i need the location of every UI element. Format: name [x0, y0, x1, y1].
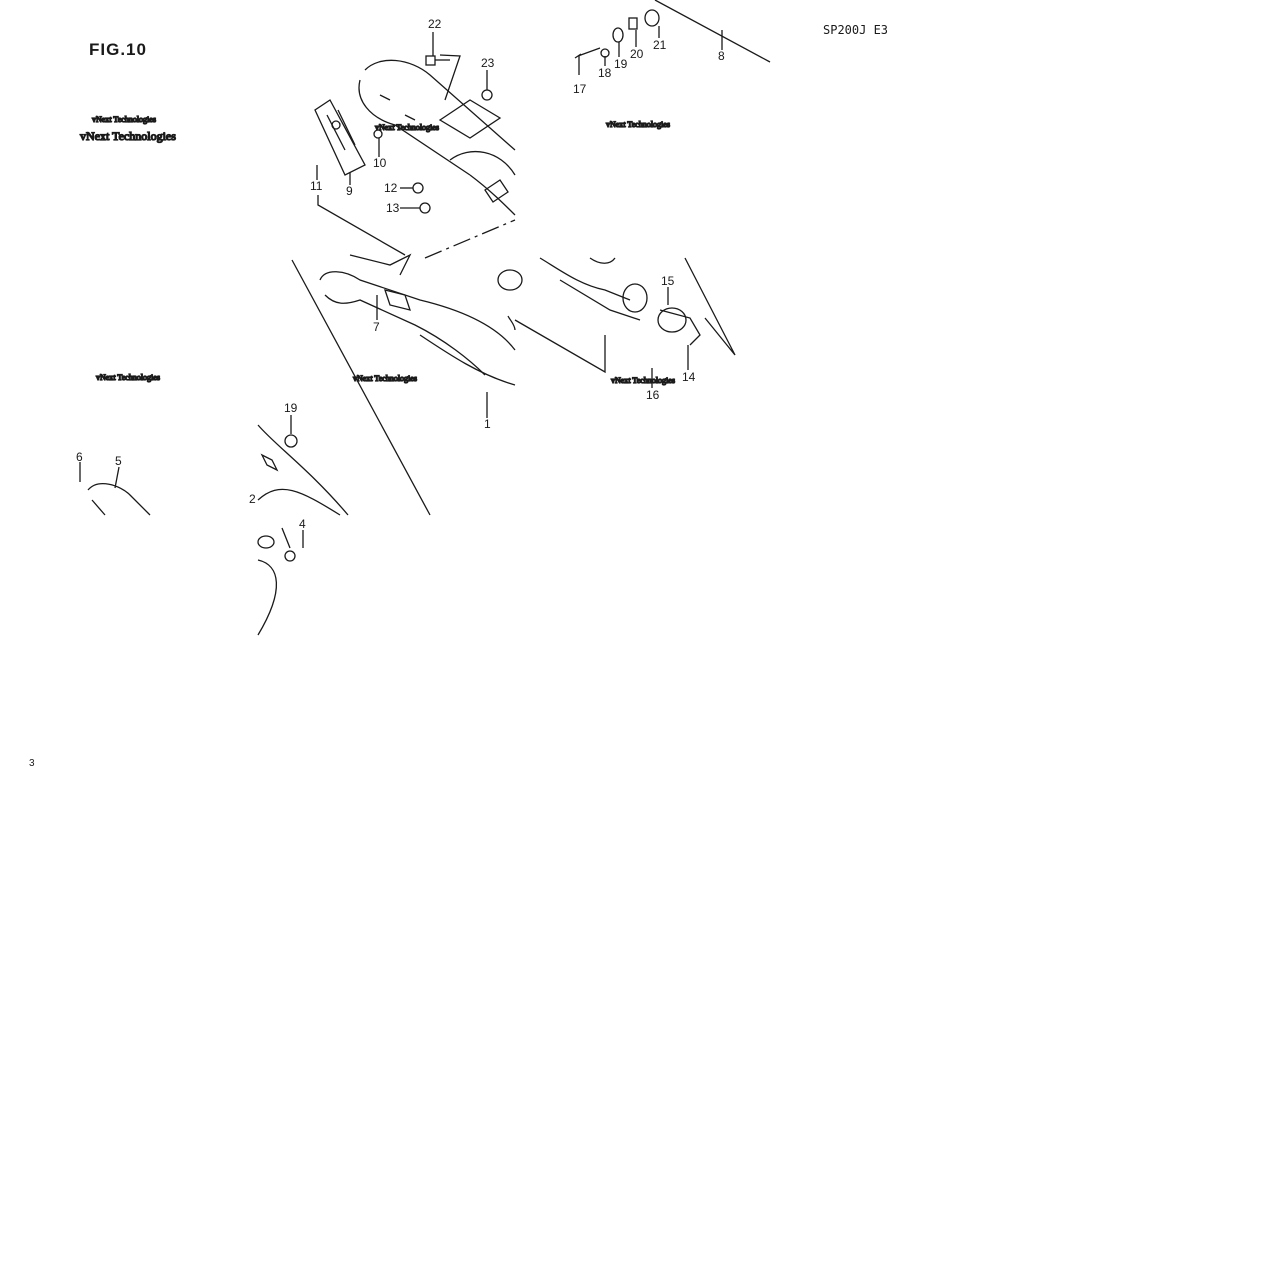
callout-19-top: 19 [614, 57, 628, 71]
watermark-3: vNext Technologies [606, 120, 670, 129]
callout-8: 8 [718, 49, 725, 63]
callout-22: 22 [428, 17, 442, 31]
callout-20: 20 [630, 47, 644, 61]
callout-14: 14 [682, 370, 696, 384]
figure-title: FIG.10 [89, 40, 147, 59]
watermark-5: vNext Technologies [353, 374, 417, 383]
gasket-icon [497, 269, 523, 291]
callout-10: 10 [373, 156, 387, 170]
exhaust-pipe-icon [319, 253, 516, 386]
muffler-icon [358, 59, 516, 216]
watermark-group: vNext Technologies vNext Technologies vN… [79, 114, 675, 385]
watermark-4: vNext Technologies [96, 373, 160, 382]
callout-19-bottom: 19 [284, 401, 298, 415]
callout-23: 23 [481, 56, 495, 70]
callout-17: 17 [573, 82, 587, 96]
callout-3: 3 [29, 758, 35, 769]
callout-2: 2 [249, 492, 256, 506]
callout-11: 11 [310, 179, 323, 193]
callout-21: 21 [653, 38, 667, 52]
watermark-large-1: vNext Technologies [80, 129, 176, 143]
callout-15: 15 [661, 274, 675, 288]
callout-18: 18 [598, 66, 612, 80]
watermark-2: vNext Technologies [375, 123, 439, 132]
callout-7: 7 [373, 320, 380, 334]
callout-1: 1 [484, 417, 491, 431]
callout-4: 4 [299, 517, 306, 531]
callout-12: 12 [384, 181, 398, 195]
callout-13: 13 [386, 201, 400, 215]
clamp-icon [539, 257, 701, 346]
bolt-icon [425, 47, 601, 66]
heat-shield-icon [314, 99, 366, 176]
callout-6: 6 [76, 450, 83, 464]
watermark-1: vNext Technologies [92, 115, 156, 124]
callout-16: 16 [646, 388, 660, 402]
callout-5: 5 [115, 454, 122, 468]
washer-icon [284, 9, 660, 448]
callout-9: 9 [346, 184, 353, 198]
watermark-6: vNext Technologies [611, 376, 675, 385]
model-code: SP200J E3 [823, 23, 889, 37]
